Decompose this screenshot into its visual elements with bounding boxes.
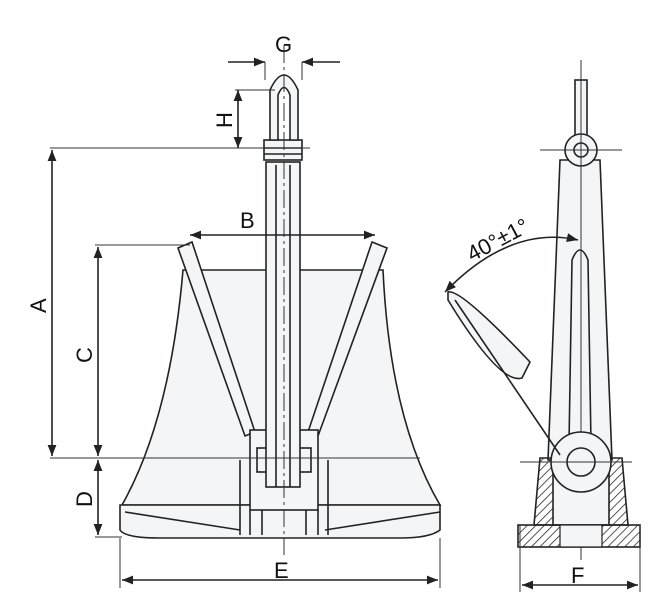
label-angle: 40°±1° (463, 213, 533, 266)
label-h: H (212, 112, 237, 128)
side-view (444, 60, 641, 592)
label-f: F (571, 563, 584, 588)
label-b: B (240, 208, 255, 233)
label-c: C (72, 347, 97, 363)
base-plate (119, 504, 441, 539)
shackle (269, 74, 299, 141)
front-view (119, 45, 442, 555)
shank-head (263, 139, 303, 161)
label-a: A (26, 298, 51, 313)
label-d: D (72, 491, 97, 507)
dimensions (47, 57, 441, 588)
label-g: G (275, 32, 292, 57)
tilted-fluke (447, 291, 531, 380)
shank (265, 161, 301, 488)
side-shank (547, 159, 613, 461)
label-e: E (274, 558, 289, 583)
